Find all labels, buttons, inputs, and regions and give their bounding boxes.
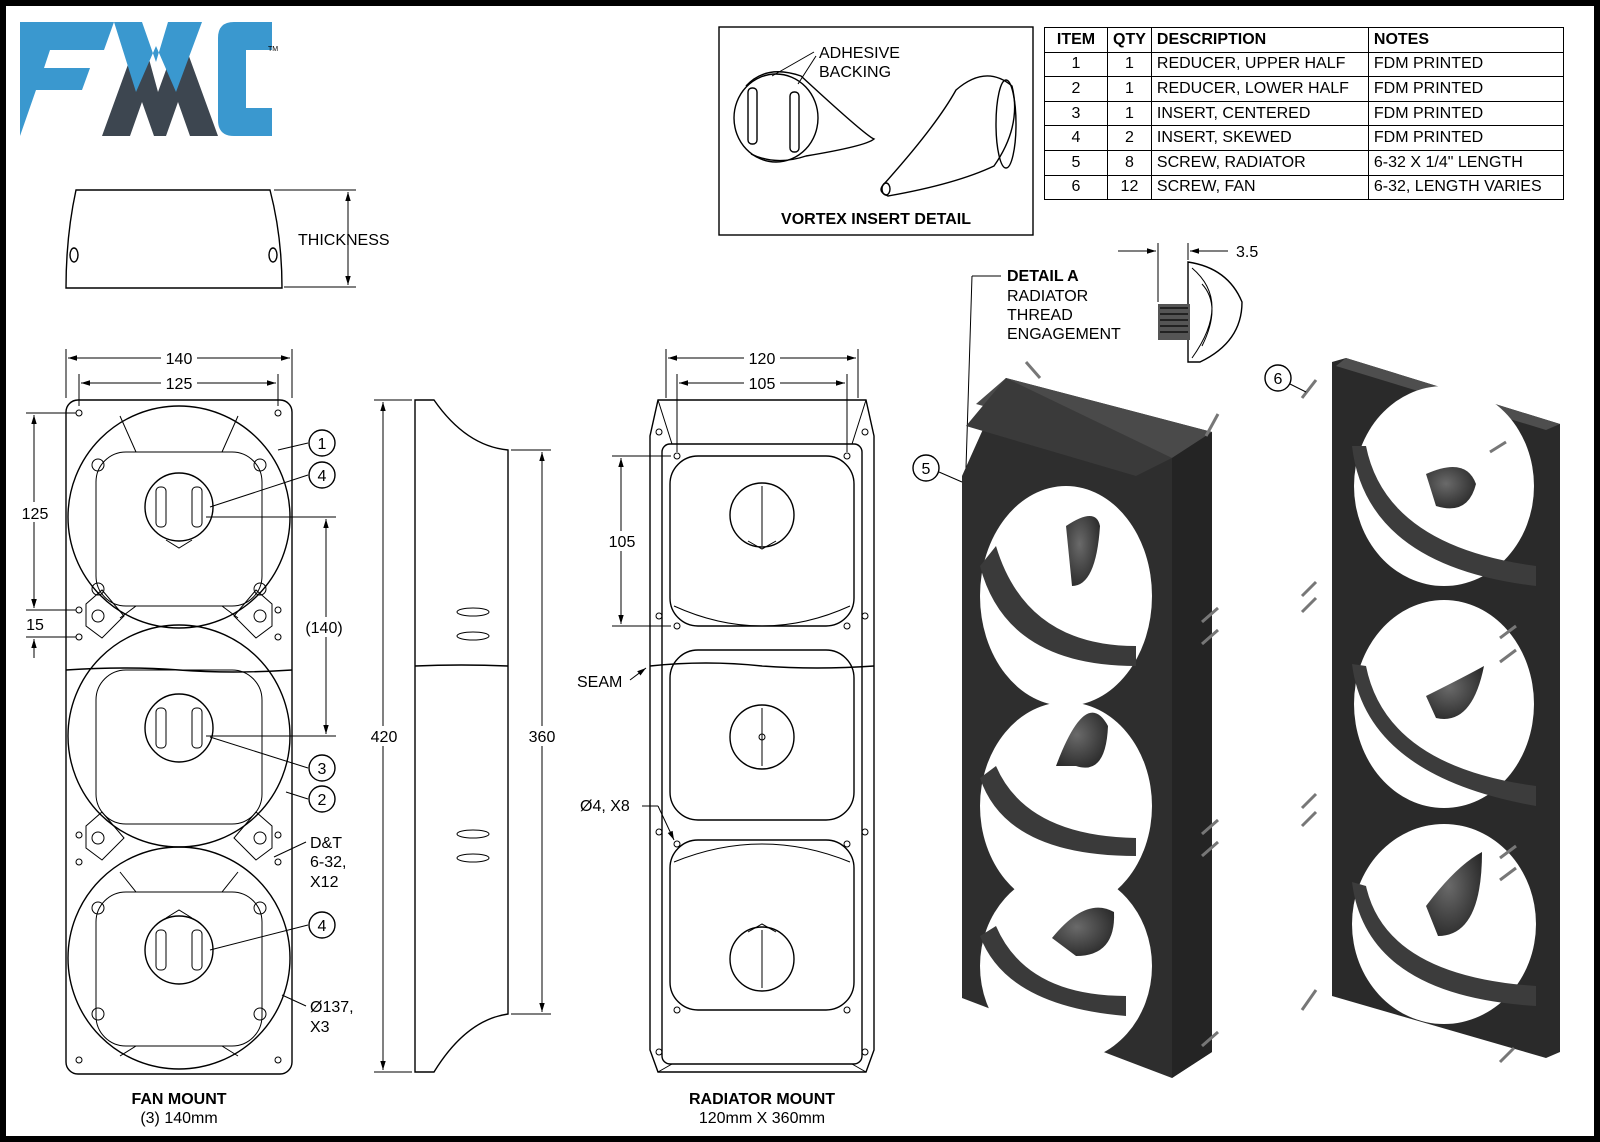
side-view: 420 360 bbox=[366, 399, 560, 1073]
drawing-sheet: { "logo": {"text": "FMC", "trademark": "… bbox=[6, 6, 1594, 1136]
bom-item: 5 bbox=[1044, 149, 1108, 176]
bom-row: 4 2 INSERT, SKEWED FDM PRINTED bbox=[1044, 125, 1564, 151]
seam-label: SEAM bbox=[577, 674, 622, 691]
bom-header-qty: QTY bbox=[1107, 27, 1152, 53]
detail-a-line3: ENGAGEMENT bbox=[1007, 326, 1121, 343]
detail-a: DETAIL A RADIATOR THREAD ENGAGEMENT 3.5 bbox=[965, 243, 1258, 469]
balloon-3: 3 bbox=[318, 761, 327, 778]
bom-header-item: ITEM bbox=[1044, 27, 1108, 53]
balloon-4a: 4 bbox=[318, 468, 327, 485]
detail-a-line1: RADIATOR bbox=[1007, 288, 1088, 305]
dt-note-line1: D&T bbox=[310, 835, 342, 852]
bom-notes: FDM PRINTED bbox=[1367, 51, 1564, 78]
detail-a-line2: THREAD bbox=[1007, 307, 1073, 324]
side-height-dim: 360 bbox=[529, 729, 556, 746]
radiator-mount-subtitle: 120mm X 360mm bbox=[699, 1110, 825, 1127]
bom-header-notes: NOTES bbox=[1367, 27, 1564, 53]
bom-row: 3 1 INSERT, CENTERED FDM PRINTED bbox=[1044, 100, 1564, 127]
dt-note-line2: 6-32, bbox=[310, 854, 346, 871]
bom-item: 3 bbox=[1044, 100, 1108, 127]
iso-view-right: 6 bbox=[1264, 358, 1560, 1064]
bom-qty: 12 bbox=[1107, 174, 1152, 201]
bom-qty: 1 bbox=[1107, 51, 1152, 78]
bom-notes: FDM PRINTED bbox=[1367, 125, 1564, 151]
radiator-pitch-dim: 105 bbox=[609, 534, 636, 551]
balloon-1: 1 bbox=[318, 436, 327, 453]
adhesive-label-line2: BACKING bbox=[819, 64, 891, 81]
bom-description: SCREW, FAN bbox=[1150, 174, 1369, 201]
drawing-canvas: TM THICKNESS ADHESIVE BACKING VORTEX INS… bbox=[16, 22, 1560, 1127]
bom-header-description: DESCRIPTION bbox=[1150, 27, 1369, 53]
bom-item: 4 bbox=[1044, 125, 1108, 151]
radiator-mount-front-view: 120 105 105 SEAM Ø4, X8 RADIATOR MOUNT 1… bbox=[577, 347, 875, 1127]
fan-gap-dim: 15 bbox=[26, 617, 44, 634]
balloon-2: 2 bbox=[318, 792, 327, 809]
trademark-mark: TM bbox=[268, 46, 278, 53]
bom-description: INSERT, CENTERED bbox=[1150, 100, 1369, 127]
fan-width-inner-dim: 125 bbox=[166, 376, 193, 393]
radiator-width-inner-dim: 105 bbox=[749, 376, 776, 393]
bill-of-materials: ITEM QTY DESCRIPTION NOTES 1 1 REDUCER, … bbox=[1044, 27, 1564, 201]
bom-row: 2 1 REDUCER, LOWER HALF FDM PRINTED bbox=[1044, 76, 1564, 102]
bom-qty: 1 bbox=[1107, 76, 1152, 102]
bom-notes: FDM PRINTED bbox=[1367, 76, 1564, 102]
height-dim: 420 bbox=[371, 729, 398, 746]
fan-span-dim: (140) bbox=[305, 620, 342, 637]
bom-row: 1 1 REDUCER, UPPER HALF FDM PRINTED bbox=[1044, 51, 1564, 78]
fan-width-outer-dim: 140 bbox=[166, 351, 193, 368]
bom-description: REDUCER, UPPER HALF bbox=[1150, 51, 1369, 78]
bom-qty: 1 bbox=[1107, 100, 1152, 127]
vortex-insert-detail: ADHESIVE BACKING VORTEX INSERT DETAIL bbox=[718, 26, 1034, 236]
bom-qty: 2 bbox=[1107, 125, 1152, 151]
fan-pitch-dim: 125 bbox=[22, 506, 49, 523]
bom-notes: 6-32 X 1/4" LENGTH bbox=[1367, 149, 1564, 176]
radiator-width-outer-dim: 120 bbox=[749, 351, 776, 368]
dia-note-line2: X3 bbox=[310, 1019, 330, 1036]
bom-qty: 8 bbox=[1107, 149, 1152, 176]
fan-mount-title: FAN MOUNT bbox=[131, 1091, 226, 1108]
balloon-4b: 4 bbox=[318, 918, 327, 935]
fan-mount-subtitle: (3) 140mm bbox=[140, 1110, 217, 1127]
bom-description: INSERT, SKEWED bbox=[1150, 125, 1369, 151]
dia-note-line1: Ø137, bbox=[310, 999, 354, 1016]
balloon-5: 5 bbox=[922, 461, 931, 478]
thickness-profile: THICKNESS bbox=[65, 189, 390, 289]
iso-view-left: 5 bbox=[912, 361, 1220, 1078]
bom-item: 6 bbox=[1044, 174, 1108, 201]
hole-note: Ø4, X8 bbox=[580, 798, 630, 815]
detail-a-dim: 3.5 bbox=[1236, 244, 1258, 261]
bom-notes: FDM PRINTED bbox=[1367, 100, 1564, 127]
bom-row: 5 8 SCREW, RADIATOR 6-32 X 1/4" LENGTH bbox=[1044, 149, 1564, 176]
detail-a-title: DETAIL A bbox=[1007, 268, 1079, 285]
bom-description: SCREW, RADIATOR bbox=[1150, 149, 1369, 176]
thickness-label: THICKNESS bbox=[298, 232, 390, 249]
fmc-logo: TM bbox=[20, 22, 278, 136]
balloon-6: 6 bbox=[1274, 371, 1283, 388]
bom-item: 1 bbox=[1044, 51, 1108, 78]
dt-note-line3: X12 bbox=[310, 874, 339, 891]
vortex-detail-title: VORTEX INSERT DETAIL bbox=[781, 211, 971, 228]
bom-description: REDUCER, LOWER HALF bbox=[1150, 76, 1369, 102]
bom-item: 2 bbox=[1044, 76, 1108, 102]
radiator-mount-title: RADIATOR MOUNT bbox=[689, 1091, 835, 1108]
adhesive-label-line1: ADHESIVE bbox=[819, 45, 900, 62]
bom-notes: 6-32, LENGTH VARIES bbox=[1367, 174, 1564, 201]
bom-row: 6 12 SCREW, FAN 6-32, LENGTH VARIES bbox=[1044, 174, 1564, 201]
bom-header-row: ITEM QTY DESCRIPTION NOTES bbox=[1044, 27, 1564, 53]
fan-mount-front-view: 140 125 125 15 (140) 1 4 3 2 4 bbox=[16, 347, 354, 1127]
